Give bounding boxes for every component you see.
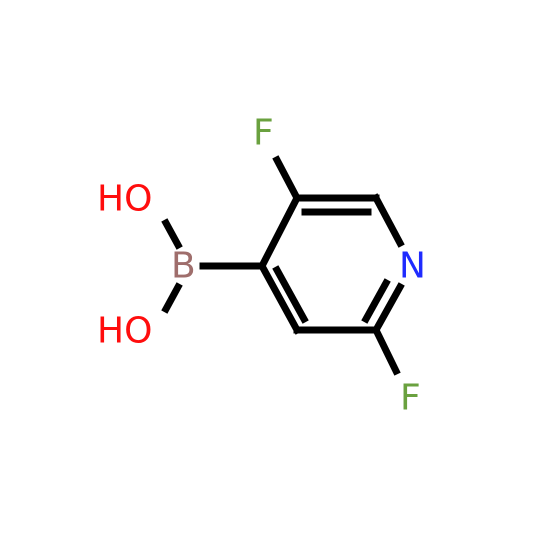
- bond-c5-f: [272, 155, 302, 203]
- bond-n-c2-double: [361, 278, 391, 324]
- bond-c2-f: [371, 325, 401, 376]
- bond-c3-c4-double: [272, 265, 309, 324]
- atom-labels: F N F B HO HO: [97, 113, 426, 419]
- atom-label-f-top: F: [253, 113, 274, 154]
- atom-label-f-bottom: F: [400, 378, 421, 419]
- bond-b-o-top: [161, 218, 183, 250]
- bond-c6-n: [371, 193, 405, 248]
- bond-c4-c5: [257, 193, 302, 271]
- bonds: [161, 155, 405, 376]
- atom-label-oh-top: HO: [97, 179, 152, 220]
- atom-label-n: N: [399, 246, 426, 287]
- atom-label-b: B: [171, 246, 196, 287]
- atom-label-oh-bottom: HO: [97, 311, 152, 352]
- bond-c3-c4: [257, 261, 302, 335]
- bond-n-c2: [371, 282, 405, 335]
- bond-b-o-bottom: [161, 282, 183, 314]
